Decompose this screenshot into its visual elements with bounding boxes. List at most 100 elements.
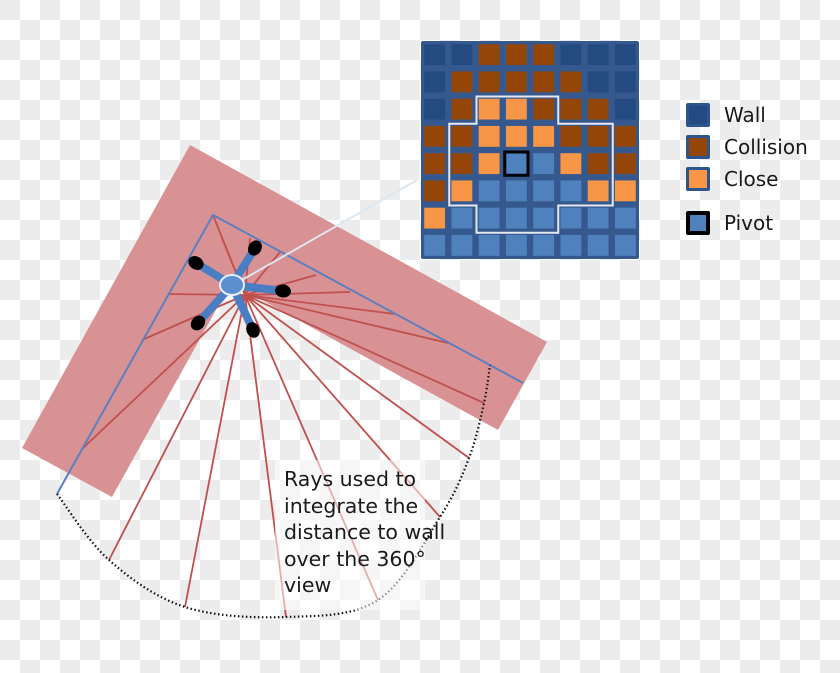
collision-swatch-icon xyxy=(686,135,710,159)
pivot-swatch-icon xyxy=(686,211,710,235)
grid-cell xyxy=(587,180,609,202)
legend-label: Wall xyxy=(724,103,766,127)
grid-cell xyxy=(451,44,473,66)
ray xyxy=(184,294,246,608)
close-swatch-icon xyxy=(686,167,710,191)
grid-cell xyxy=(614,234,636,256)
grid-cell xyxy=(478,153,500,175)
robot xyxy=(188,240,291,338)
caption-background xyxy=(275,460,425,610)
grid-cell xyxy=(451,153,473,175)
grid-cell xyxy=(587,71,609,93)
grid-cell xyxy=(424,98,446,120)
legend-item-pivot: Pivot xyxy=(686,208,773,238)
close-region-outline xyxy=(448,95,614,234)
grid-cell xyxy=(424,180,446,202)
grid-cell xyxy=(478,71,500,93)
grid-cell xyxy=(424,71,446,93)
wall-swatch-icon xyxy=(686,103,710,127)
grid-cell xyxy=(478,44,500,66)
ray xyxy=(244,291,351,296)
grid-cell xyxy=(560,207,582,229)
ray xyxy=(244,294,485,404)
grid-cell xyxy=(587,153,609,175)
grid-cell xyxy=(533,44,555,66)
grid-cell xyxy=(560,71,582,93)
robot-pivot-icon xyxy=(219,274,245,296)
grid-cell xyxy=(614,125,636,147)
robot-foot-icon xyxy=(275,284,291,298)
grid-cell xyxy=(533,153,555,175)
grid-cell xyxy=(451,180,473,202)
legend-item-collision: Collision xyxy=(686,132,808,162)
grid-cell xyxy=(505,180,527,202)
grid-cell xyxy=(614,180,636,202)
occupancy-grid xyxy=(421,41,639,259)
grid-cell xyxy=(505,207,527,229)
wall-zone xyxy=(22,145,547,497)
grid-cell xyxy=(587,234,609,256)
grid-cell xyxy=(560,98,582,120)
caption-line: Rays used to xyxy=(284,467,417,491)
caption-line: distance to wall xyxy=(284,520,446,544)
rays-caption: Rays used to integrate the distance to w… xyxy=(284,466,464,599)
robot-foot-icon xyxy=(248,240,262,256)
ray xyxy=(244,294,449,344)
ray xyxy=(244,294,396,315)
grid-cell xyxy=(505,71,527,93)
grid-cell xyxy=(533,71,555,93)
ray xyxy=(244,294,470,459)
legend-label: Collision xyxy=(724,135,808,159)
grid-cell xyxy=(560,125,582,147)
grid-cell xyxy=(424,207,446,229)
grid-cell xyxy=(478,234,500,256)
zoom-link-line xyxy=(241,179,418,281)
grid-cell xyxy=(587,207,609,229)
grid-cell xyxy=(533,180,555,202)
grid-cell xyxy=(587,98,609,120)
grid-cell xyxy=(560,44,582,66)
grid-cell xyxy=(533,98,555,120)
wall-boundary-line xyxy=(56,213,524,495)
grid-cell xyxy=(614,153,636,175)
grid-cell xyxy=(478,125,500,147)
legend-label: Close xyxy=(724,167,779,191)
legend-item-wall: Wall xyxy=(686,100,766,130)
robot-foot-icon xyxy=(188,256,204,270)
grid-cell xyxy=(478,207,500,229)
grid-cell xyxy=(505,234,527,256)
legend-label: Pivot xyxy=(724,211,774,235)
grid-cell xyxy=(424,125,446,147)
grid-cell xyxy=(424,153,446,175)
ray xyxy=(81,294,246,450)
grid-cell xyxy=(560,180,582,202)
grid-cell xyxy=(505,98,527,120)
ray xyxy=(141,294,246,341)
grid-cell xyxy=(505,153,527,175)
grid-cell xyxy=(505,44,527,66)
ray xyxy=(108,294,246,561)
grid-cell xyxy=(451,98,473,120)
wall-line xyxy=(56,213,524,495)
grid-cell xyxy=(560,153,582,175)
grid-cell xyxy=(533,207,555,229)
grid-cell xyxy=(451,71,473,93)
robot-foot-icon xyxy=(190,315,206,331)
grid-cell xyxy=(505,125,527,147)
grid-cell xyxy=(614,207,636,229)
grid-cell xyxy=(478,180,500,202)
grid-cell xyxy=(424,44,446,66)
grid-cell xyxy=(587,44,609,66)
caption-line: integrate the xyxy=(284,493,419,518)
grid-cell xyxy=(451,234,473,256)
wall-zone-shape xyxy=(22,145,547,497)
zoom-link xyxy=(241,179,418,281)
grid-cell xyxy=(451,125,473,147)
caption-line: over the 360° xyxy=(284,546,426,571)
grid-cell xyxy=(478,98,500,120)
legend-item-close: Close xyxy=(686,164,778,194)
grid-cell xyxy=(560,234,582,256)
caption-line: view xyxy=(284,573,332,597)
grid-cell xyxy=(614,98,636,120)
robot-foot-icon xyxy=(246,322,260,338)
